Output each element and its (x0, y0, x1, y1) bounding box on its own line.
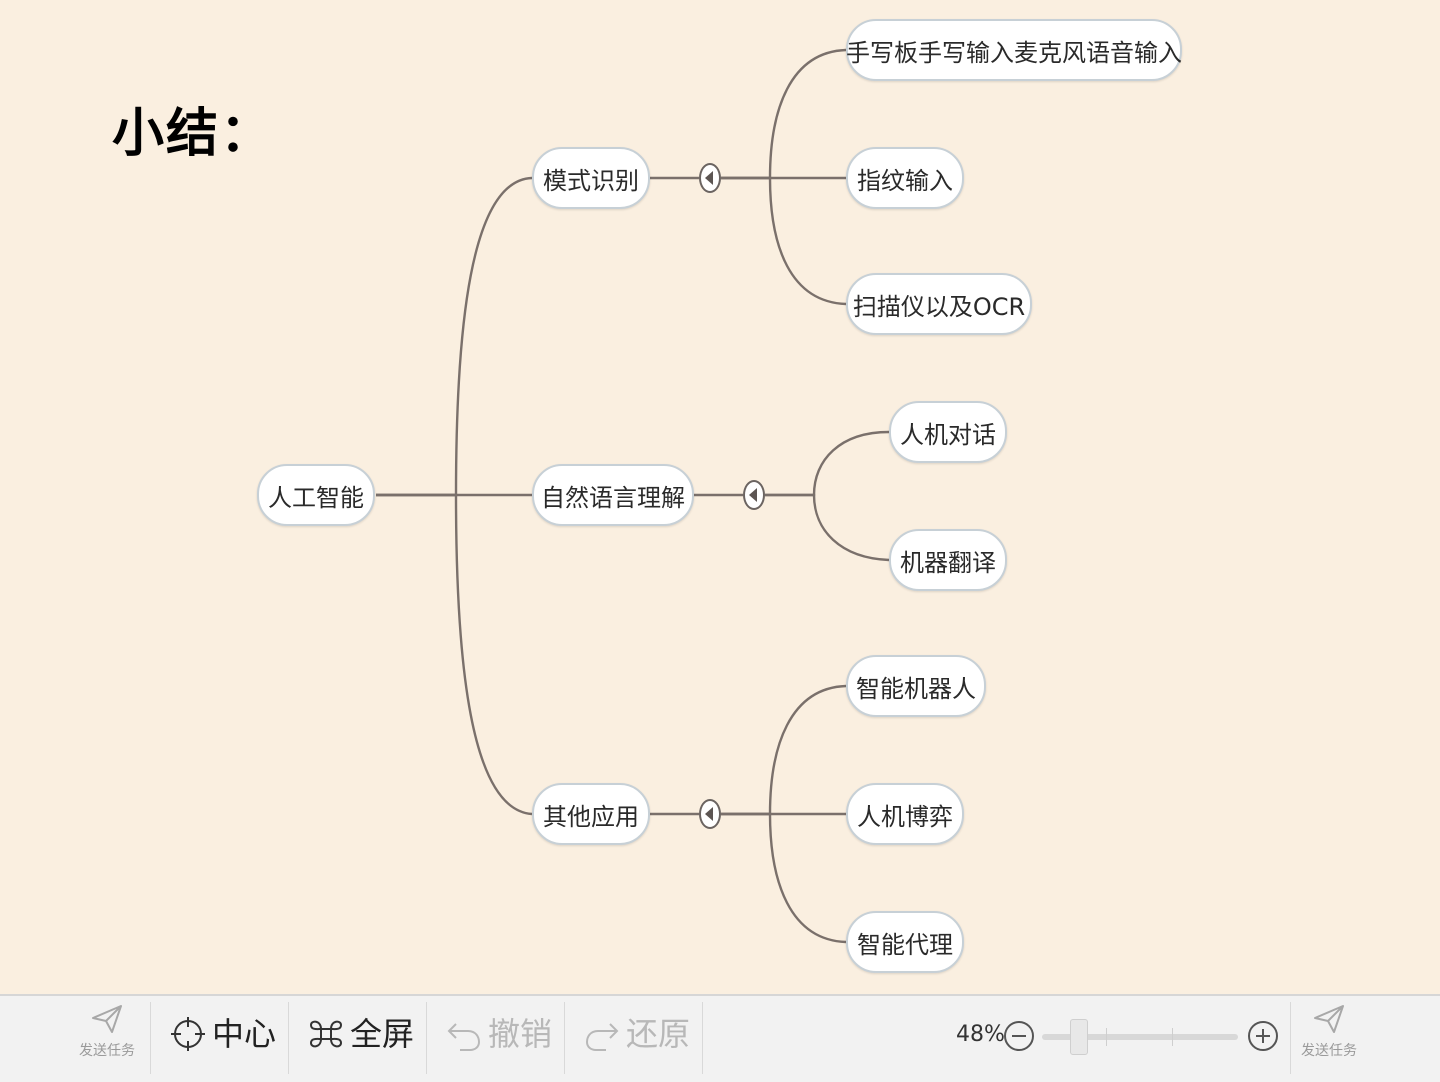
zoom-tick (1106, 1028, 1107, 1046)
slide-title: 小结： (112, 103, 275, 164)
undo-icon (447, 1023, 481, 1051)
toolbar-divider (564, 1002, 565, 1074)
toolbar-divider (702, 1002, 703, 1074)
toolbar-divider (288, 1002, 289, 1074)
paper-plane-icon (1314, 1005, 1344, 1033)
leaf-node[interactable]: 指纹输入 (846, 147, 964, 209)
branch-node-pattern-recognition[interactable]: 模式识别 (532, 147, 650, 209)
leaf-node[interactable]: 人机博弈 (846, 783, 964, 845)
leaf-node[interactable]: 机器翻译 (889, 529, 1007, 591)
edge-other-c3 (721, 812, 847, 944)
crosshair-icon (171, 1017, 205, 1051)
branch-node-nlu[interactable]: 自然语言理解 (532, 464, 694, 526)
leaf-node[interactable]: 手写板手写输入麦克风语音输入 (846, 19, 1182, 81)
undo-label: 撤销 (488, 1015, 553, 1053)
fullscreen-button[interactable]: 全屏 (308, 1016, 414, 1052)
collapse-arrow-icon (705, 171, 713, 185)
leaf-node[interactable]: 智能机器人 (846, 655, 986, 717)
send-task-label: 发送任务 (1301, 1043, 1357, 1059)
send-task-label: 发送任务 (79, 1043, 135, 1059)
command-key-icon (309, 1020, 343, 1048)
center-label: 中心 (212, 1015, 277, 1053)
edge-other-c1 (721, 684, 847, 816)
collapse-toggle-nlu[interactable] (743, 480, 765, 510)
collapse-arrow-icon (705, 807, 713, 821)
redo-label: 还原 (626, 1015, 691, 1053)
root-node[interactable]: 人工智能 (257, 464, 375, 526)
center-button[interactable]: 中心 (170, 1016, 276, 1052)
edge-root-pattern (376, 176, 533, 497)
zoom-level: 48% (956, 1022, 1005, 1047)
leaf-node[interactable]: 人机对话 (889, 401, 1007, 463)
branch-node-other-apps[interactable]: 其他应用 (532, 783, 650, 845)
edge-nlu-c1 (765, 430, 890, 497)
fullscreen-label: 全屏 (350, 1015, 415, 1053)
send-task-button-right[interactable]: 发送任务 (1294, 1002, 1364, 1060)
toolbar-divider (150, 1002, 151, 1074)
leaf-node[interactable]: 智能代理 (846, 911, 964, 973)
collapse-toggle-pattern[interactable] (699, 163, 721, 193)
edge-pattern-c3 (721, 176, 847, 306)
zoom-tick (1172, 1028, 1173, 1046)
undo-button[interactable]: 撤销 (446, 1016, 552, 1052)
collapse-toggle-other[interactable] (699, 799, 721, 829)
redo-icon (585, 1023, 619, 1051)
zoom-in-icon[interactable] (1247, 1016, 1279, 1056)
zoom-slider-track[interactable] (1042, 1028, 1238, 1046)
collapse-arrow-icon (749, 488, 757, 502)
edge-nlu-c2 (765, 493, 890, 562)
edge-root-other (376, 493, 533, 816)
edge-pattern-c1 (721, 48, 847, 180)
redo-button[interactable]: 还原 (584, 1016, 690, 1052)
zoom-slider-thumb[interactable] (1070, 1019, 1088, 1055)
leaf-node[interactable]: 扫描仪以及OCR (846, 273, 1032, 335)
paper-plane-icon (92, 1005, 122, 1033)
send-task-button[interactable]: 发送任务 (72, 1002, 142, 1060)
zoom-out-icon[interactable] (1003, 1016, 1035, 1056)
toolbar-divider (1290, 1002, 1291, 1074)
toolbar-divider (426, 1002, 427, 1074)
mindmap-connectors (376, 48, 890, 944)
